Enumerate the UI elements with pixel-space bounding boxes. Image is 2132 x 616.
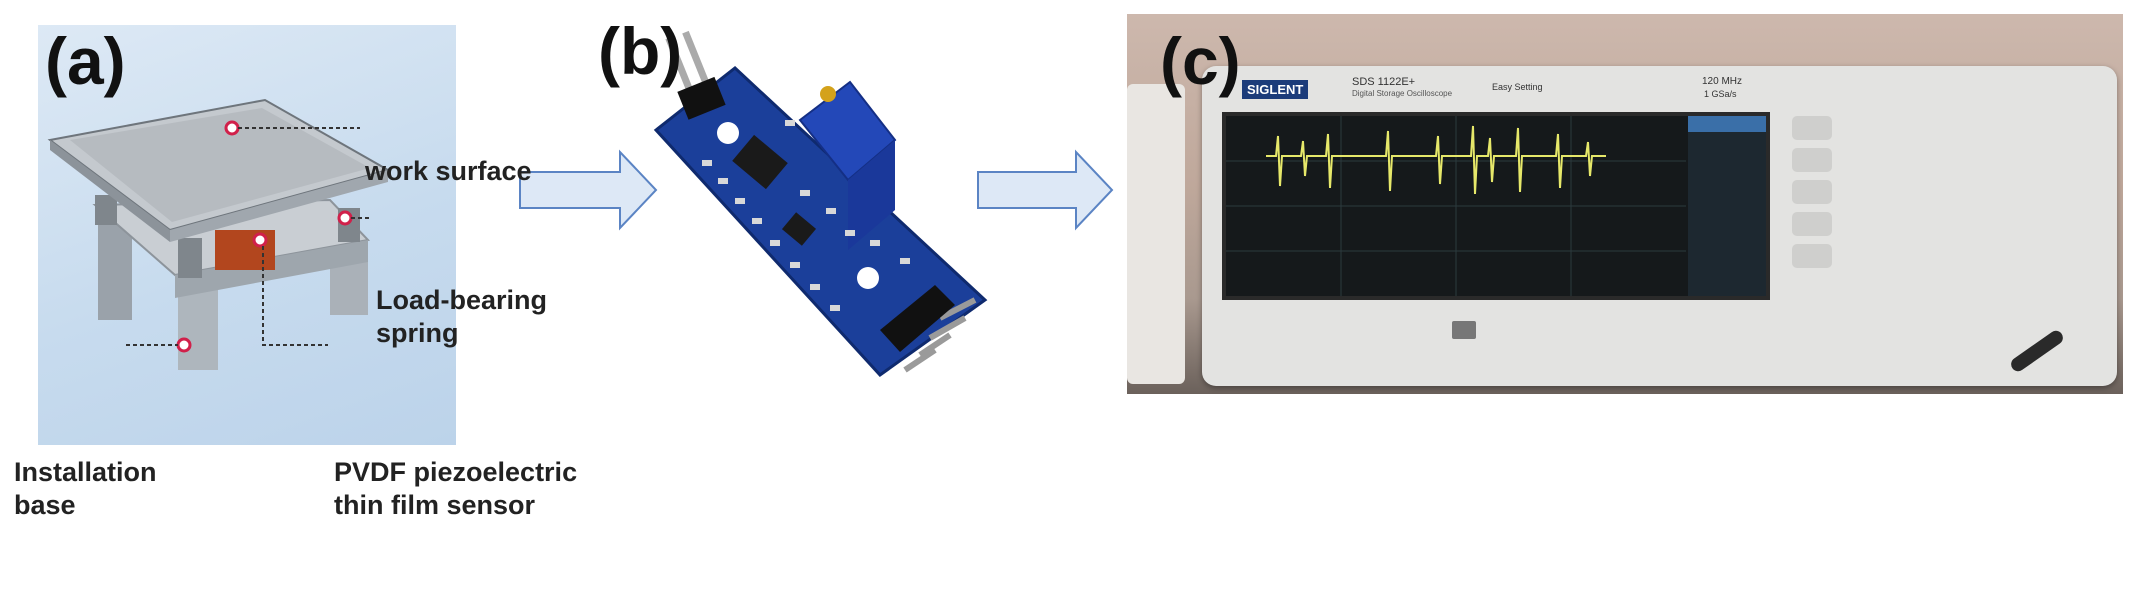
screen-menu-header bbox=[1688, 116, 1766, 132]
sample-rate-label: 1 GSa/s bbox=[1704, 89, 1737, 99]
softkey-button bbox=[1792, 116, 1832, 140]
flow-arrow-1 bbox=[519, 149, 658, 231]
jumper-block bbox=[677, 76, 726, 120]
marker-spring bbox=[337, 210, 353, 226]
header-pin bbox=[682, 30, 712, 91]
bandwidth-label: 120 MHz bbox=[1702, 76, 1743, 87]
side-device bbox=[1127, 84, 1185, 384]
easy-setting-label: Easy Setting bbox=[1492, 82, 1543, 92]
marker-base bbox=[176, 337, 192, 353]
callout-sensor-line2: thin film sensor bbox=[334, 490, 536, 520]
control-buttons bbox=[1792, 116, 1832, 306]
ic-chip bbox=[781, 212, 817, 246]
spring bbox=[95, 195, 117, 225]
plate-edge bbox=[50, 140, 170, 242]
callout-spring-line1: Load-bearing bbox=[376, 285, 548, 315]
mount-hole bbox=[717, 122, 739, 144]
flow-arrow-2 bbox=[977, 149, 1114, 231]
platform-leg bbox=[178, 285, 218, 370]
usb-port bbox=[1452, 321, 1476, 339]
oscilloscope-screen bbox=[1222, 112, 1770, 300]
platform-illustration bbox=[47, 98, 391, 370]
trimmer-screw bbox=[820, 86, 836, 102]
softkey-button bbox=[1792, 148, 1832, 172]
panel-label-a: (a) bbox=[45, 24, 126, 98]
ic-chip bbox=[732, 134, 788, 190]
callout-work-surface: work surface bbox=[365, 156, 532, 186]
output-pins bbox=[903, 297, 977, 373]
panel-label-c: (c) bbox=[1160, 24, 1241, 98]
signal-trace bbox=[1266, 125, 1606, 195]
brand-logo: SIGLENT bbox=[1242, 80, 1309, 99]
callout-base-line1: Installation bbox=[14, 457, 157, 487]
pin-header bbox=[880, 285, 955, 352]
plate-edge bbox=[170, 170, 388, 242]
leader-sensor bbox=[262, 246, 328, 346]
marker-work-surface bbox=[224, 120, 240, 136]
model-subtitle: Digital Storage Oscilloscope bbox=[1352, 89, 1453, 98]
softkey-button bbox=[1792, 180, 1832, 204]
callout-base-line2: base bbox=[14, 490, 76, 520]
marker-sensor bbox=[252, 232, 268, 248]
smd-components bbox=[702, 120, 910, 311]
sensor-module-illustration bbox=[653, 30, 988, 377]
brand-bar: SIGLENT SDS 1122E+ Digital Storage Oscil… bbox=[1242, 76, 1842, 102]
header-pin bbox=[665, 36, 696, 97]
oscilloscope-photo: SIGLENT SDS 1122E+ Digital Storage Oscil… bbox=[1127, 14, 2123, 394]
scope-waveform bbox=[1226, 116, 1766, 296]
model-name: SDS 1122E+ bbox=[1352, 76, 1416, 88]
work-surface-inner bbox=[70, 108, 370, 222]
callout-sensor-line1: PVDF piezoelectric bbox=[334, 457, 578, 487]
oscilloscope-body: SIGLENT SDS 1122E+ Digital Storage Oscil… bbox=[1202, 66, 2117, 386]
callout-spring-line2: spring bbox=[376, 318, 459, 348]
softkey-button bbox=[1792, 212, 1832, 236]
screen-menu bbox=[1688, 116, 1766, 296]
trimmer-side bbox=[848, 140, 895, 250]
panel-label-b: (b) bbox=[598, 14, 683, 88]
softkey-button bbox=[1792, 244, 1832, 268]
spring bbox=[178, 238, 202, 278]
mount-hole bbox=[857, 267, 879, 289]
